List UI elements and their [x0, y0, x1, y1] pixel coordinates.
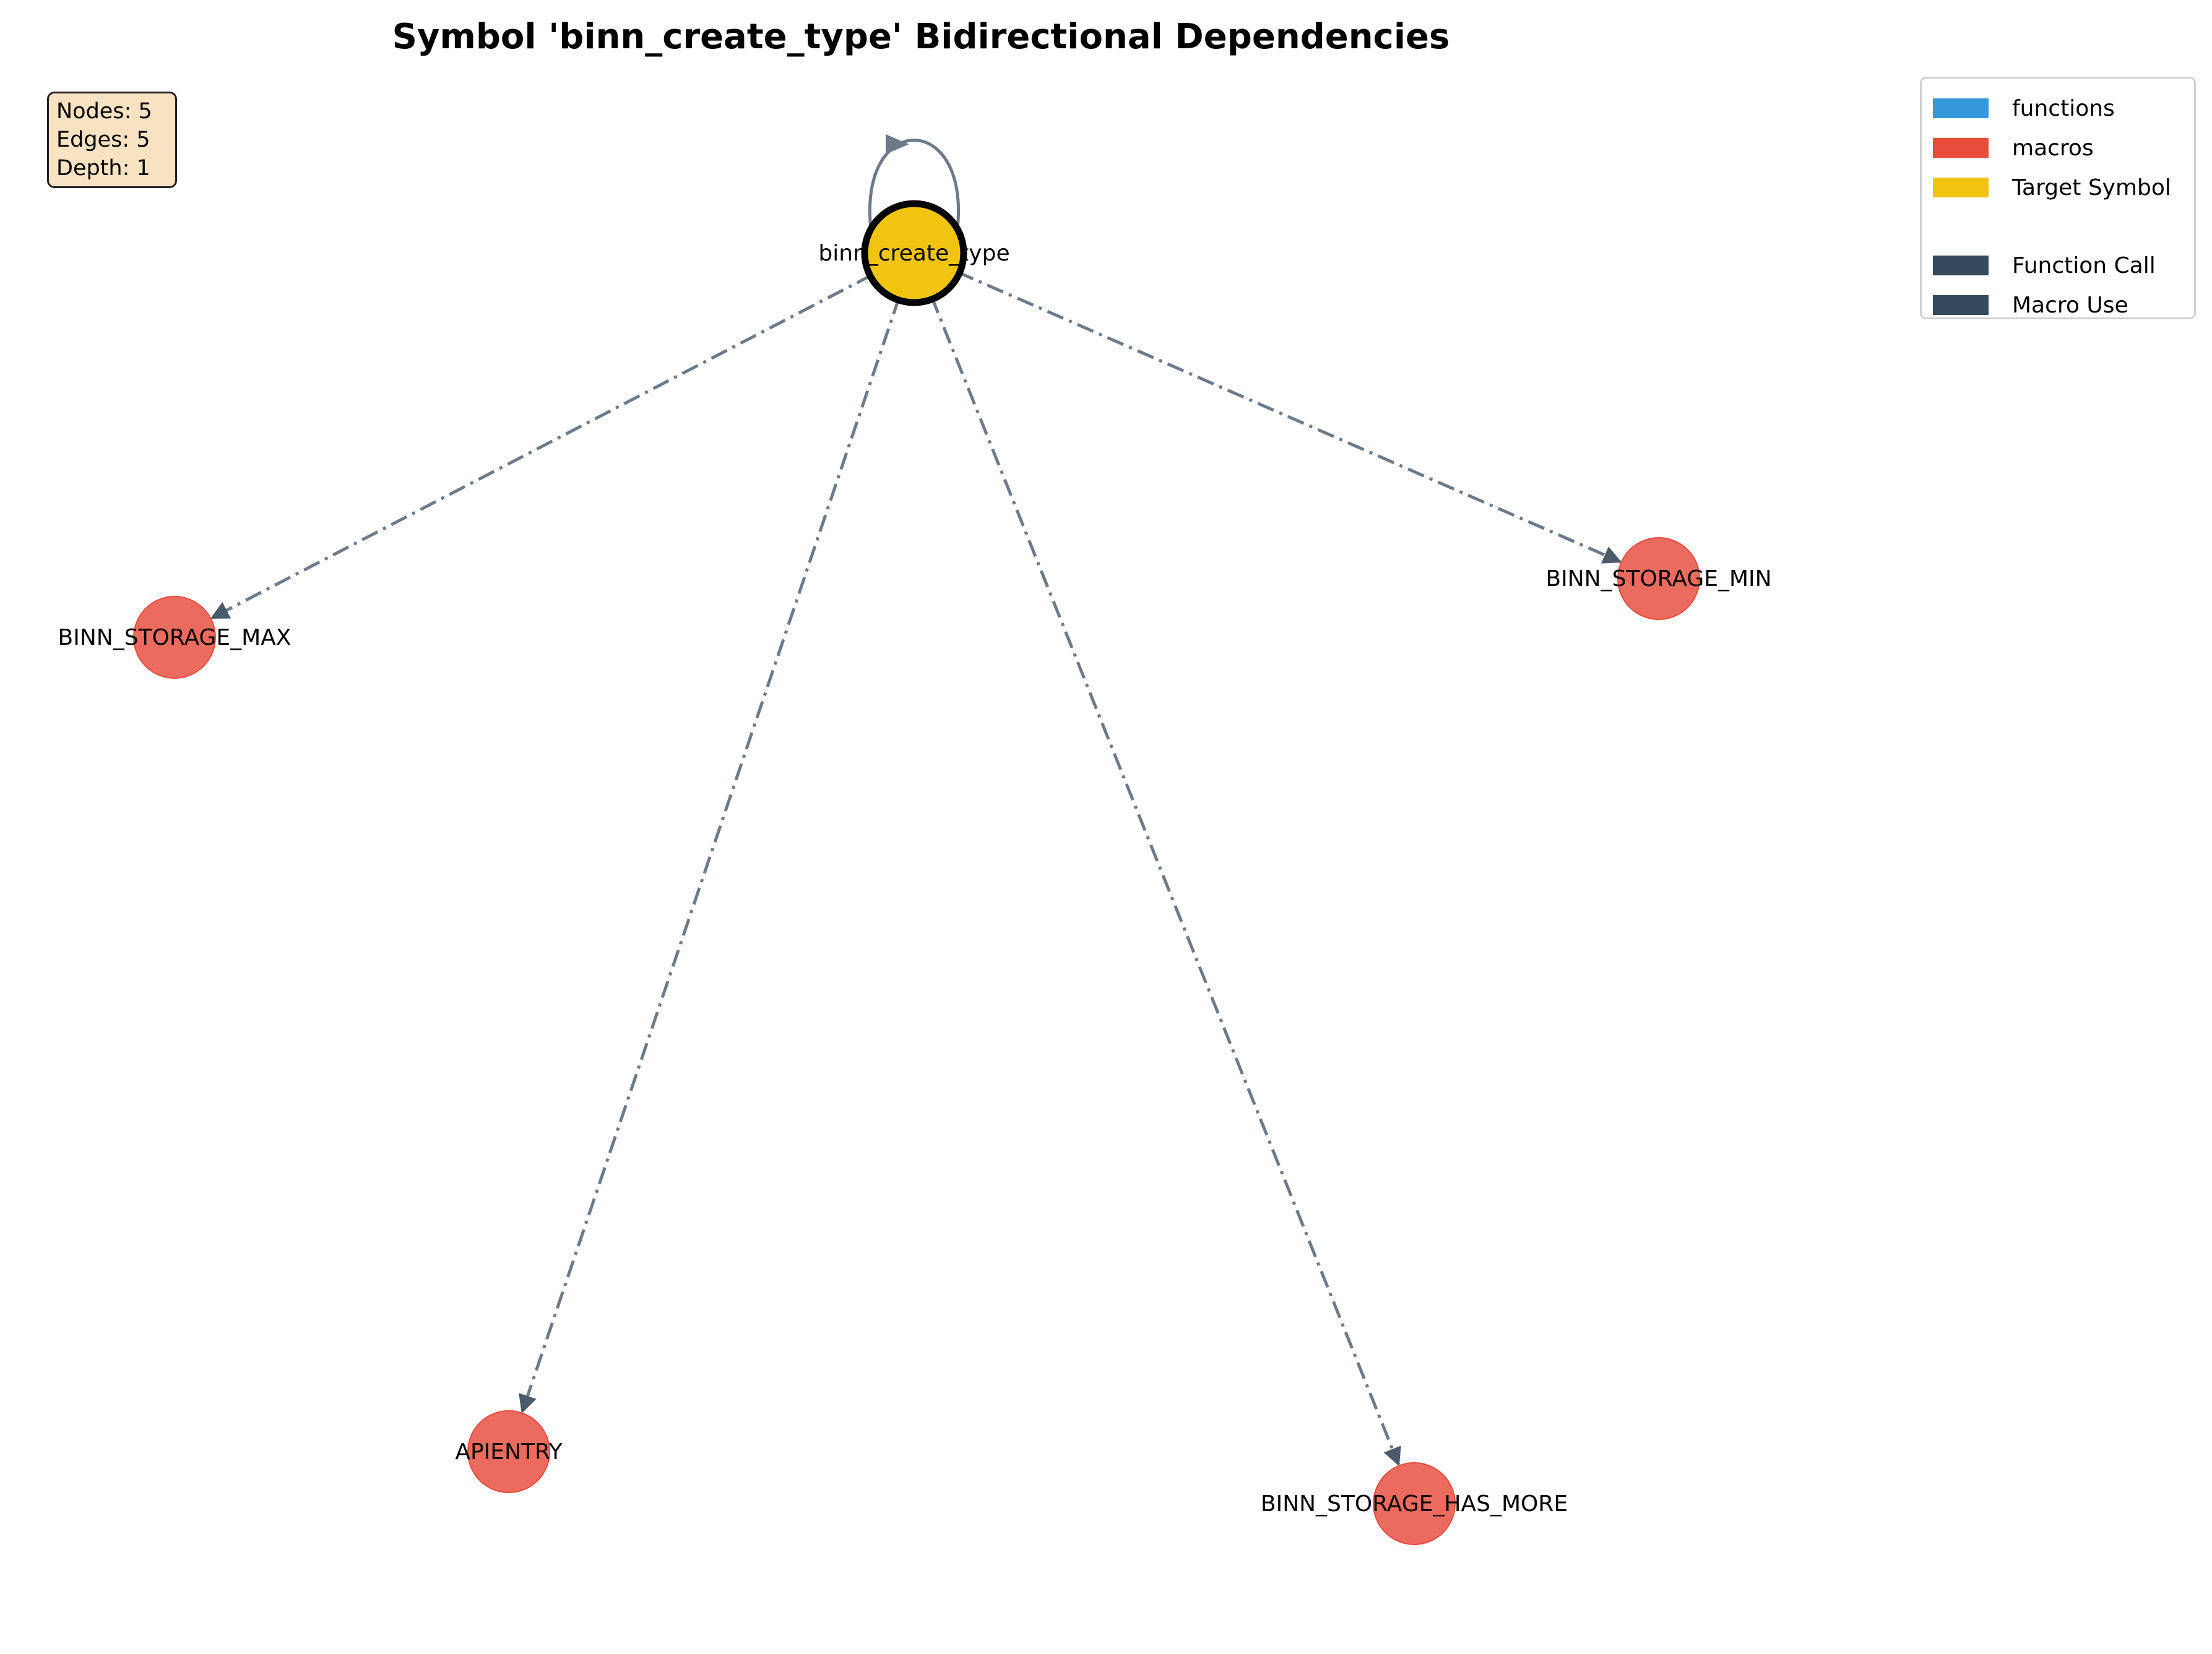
legend-swatch-target-symbol: [1933, 178, 1989, 197]
legend-item-functions: functions: [1933, 88, 2183, 128]
node-label-BINN_STORAGE_MAX: BINN_STORAGE_MAX: [58, 625, 292, 650]
node-label-BINN_STORAGE_MIN: BINN_STORAGE_MIN: [1545, 566, 1771, 592]
node-BINN_STORAGE_MAX[interactable]: [133, 596, 216, 679]
self-loop-arrowhead: [886, 134, 909, 154]
self-loop-edge: [868, 139, 960, 229]
legend-item-macros: macros: [1933, 128, 2183, 168]
legend-swatch-macros: [1933, 138, 1989, 158]
legend-label: macros: [2012, 135, 2094, 161]
legend-item-macro-use: Macro Use: [1933, 285, 2183, 325]
depth-value: Depth: 1: [56, 156, 150, 181]
edge-binn_create_type-to-BINN_STORAGE_HAS_MORE: [930, 296, 1401, 1467]
edges-count: Edges: 5: [56, 127, 150, 152]
legend-swatch-functions: [1933, 98, 1989, 118]
legend-item-function-call: Function Call: [1933, 246, 2183, 285]
node-BINN_STORAGE_MIN[interactable]: [1617, 537, 1700, 620]
edge-binn_create_type-to-BINN_STORAGE_MAX: [210, 273, 873, 619]
edges-layer: [210, 134, 1622, 1467]
graph-title: Symbol 'binn_create_type' Bidirectional …: [392, 17, 1450, 57]
legend-item-target-symbol: Target Symbol: [1933, 168, 2183, 207]
node-label-BINN_STORAGE_HAS_MORE: BINN_STORAGE_HAS_MORE: [1261, 1491, 1568, 1517]
legend: functions macros Target Symbol Function …: [1920, 77, 2196, 319]
legend-spacer: [1933, 207, 2183, 246]
node-BINN_STORAGE_HAS_MORE[interactable]: [1373, 1462, 1456, 1545]
node-label-binn_create_type: binn_create_type: [818, 241, 1009, 266]
legend-label: Target Symbol: [2012, 174, 2171, 200]
legend-swatch-function-call: [1933, 256, 1989, 275]
legend-label: functions: [2012, 95, 2115, 121]
legend-label: Function Call: [2012, 252, 2156, 278]
node-binn_create_type[interactable]: [861, 200, 967, 306]
legend-swatch-macro-use: [1933, 295, 1989, 315]
edge-binn_create_type-to-APIENTRY: [519, 297, 901, 1414]
node-label-APIENTRY: APIENTRY: [455, 1439, 563, 1465]
graph-stats-box: Nodes: 5 Edges: 5 Depth: 1: [47, 92, 177, 188]
node-APIENTRY[interactable]: [467, 1410, 550, 1493]
legend-label: Macro Use: [2012, 292, 2128, 318]
nodes-count: Nodes: 5: [56, 99, 152, 124]
edge-binn_create_type-to-BINN_STORAGE_MIN: [956, 270, 1622, 564]
